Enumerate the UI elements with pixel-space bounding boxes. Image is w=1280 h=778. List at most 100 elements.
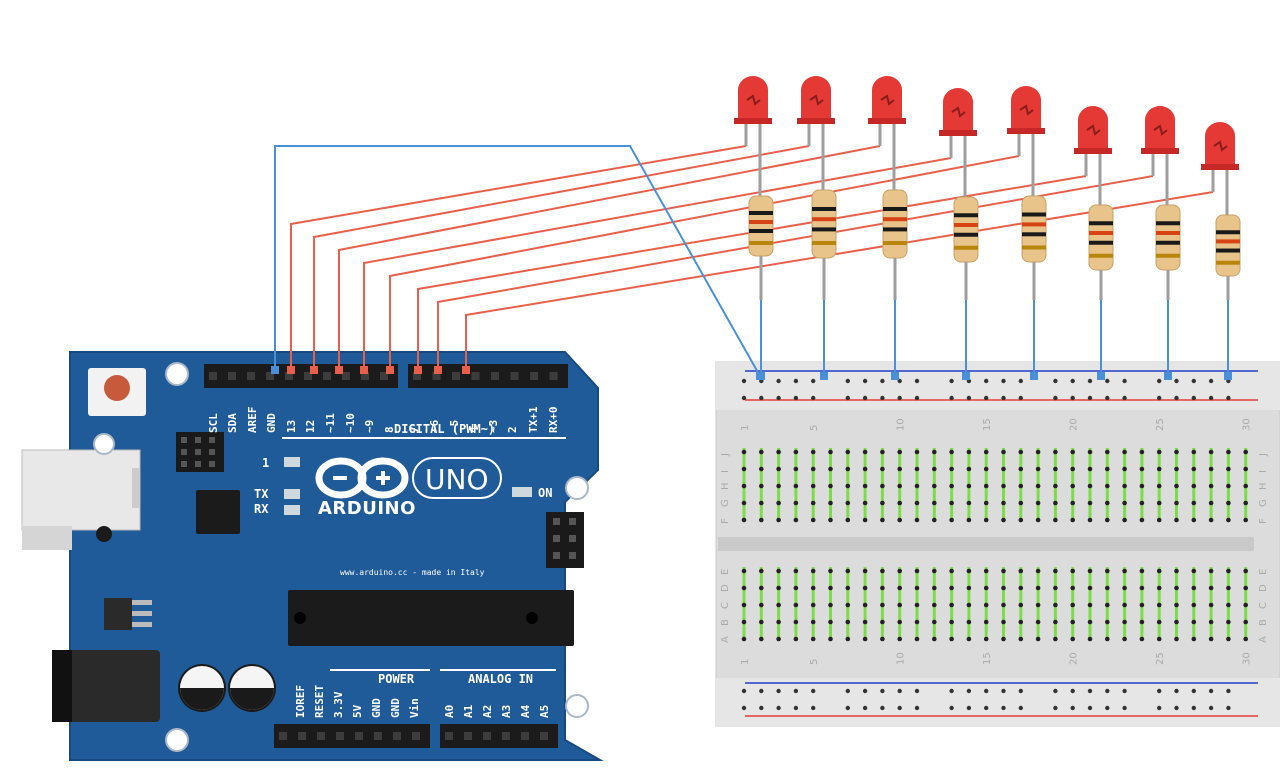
header-pin-hole xyxy=(266,372,274,380)
led-assembly xyxy=(939,88,979,300)
led-resistor-array xyxy=(734,76,1241,300)
digital-pin-label: 2 xyxy=(506,426,519,433)
wire-end xyxy=(1030,372,1038,380)
wire-end xyxy=(962,372,970,380)
header-pin-hole xyxy=(209,372,217,380)
analog-pin-label: A3 xyxy=(500,705,513,718)
tx-label: TX xyxy=(254,487,269,501)
digital-pin-label: SCL xyxy=(207,413,220,433)
column-number: 30 xyxy=(1242,652,1253,665)
wire-end xyxy=(891,372,899,380)
wire-end xyxy=(462,366,470,374)
resistor xyxy=(1215,214,1241,277)
column-number: 25 xyxy=(1155,418,1166,431)
wire-end xyxy=(335,366,343,374)
wire-end xyxy=(756,372,764,380)
power-pin-label: GND xyxy=(389,698,402,718)
led-rim xyxy=(1007,128,1045,134)
row-letter: F xyxy=(720,518,731,524)
header-pin-hole xyxy=(374,732,382,740)
row-letter: J xyxy=(720,453,731,457)
row-letter: E xyxy=(1258,569,1269,575)
resistor xyxy=(1021,195,1047,263)
column-number: 1 xyxy=(740,659,751,665)
arduino-uno-board: 1 TX RX ON ARDUINO UNO DIGITAL (PWM~) ww… xyxy=(21,351,604,761)
header-pin-hole xyxy=(464,732,472,740)
wire-end xyxy=(414,366,422,374)
capacitor xyxy=(228,664,276,712)
column-number: 30 xyxy=(1242,418,1253,431)
uno-text: UNO xyxy=(425,463,488,496)
column-number: 15 xyxy=(982,652,993,665)
row-letter: J xyxy=(1258,453,1269,457)
row-letter: H xyxy=(1258,482,1269,490)
digital-pwm-label: DIGITAL (PWM~) xyxy=(394,422,495,436)
digital-pin-label: SDA xyxy=(226,413,239,433)
resistor xyxy=(811,189,837,259)
header-pin-hole xyxy=(279,732,287,740)
power-header xyxy=(274,724,430,748)
analog-header xyxy=(440,724,558,748)
signal-wire xyxy=(417,175,1087,372)
header-pin-hole xyxy=(304,372,312,380)
analog-pin-label: A2 xyxy=(481,705,494,718)
website-text: www.arduino.cc - made in Italy xyxy=(340,568,485,577)
wire-end xyxy=(820,372,828,380)
led-rim xyxy=(734,118,772,124)
resistor xyxy=(748,195,774,257)
row-letter: A xyxy=(720,636,731,643)
wire-end xyxy=(1164,372,1172,380)
arduino-logo-text: ARDUINO xyxy=(318,498,416,519)
gnd-wire xyxy=(274,145,761,377)
header-pin-hole xyxy=(432,372,441,380)
power-pin-label: Vin xyxy=(408,698,421,718)
row-letter: D xyxy=(1258,584,1269,592)
wire-end xyxy=(434,366,442,374)
digital-pin-label: ~9 xyxy=(363,420,376,433)
row-letter: E xyxy=(720,569,731,575)
digital-pin-label: TX+1 xyxy=(527,406,540,433)
arduino-logo xyxy=(315,457,409,499)
wire-end xyxy=(1224,372,1232,380)
pin13-led xyxy=(284,457,300,467)
digital-pin-label: 4 xyxy=(467,426,480,433)
led-assembly xyxy=(868,76,908,300)
signal-wire xyxy=(313,145,810,372)
header-pin-hole xyxy=(298,732,306,740)
power-pin-label: 5V xyxy=(351,704,364,718)
header-pin-hole xyxy=(336,732,344,740)
resistor xyxy=(1088,204,1114,271)
row-letter: H xyxy=(720,482,731,490)
wire-end xyxy=(1097,372,1105,380)
header-pin-hole xyxy=(521,732,529,740)
row-letter: G xyxy=(720,499,731,507)
header-pin-hole xyxy=(285,372,293,380)
header-pin-hole xyxy=(483,732,491,740)
row-letter: A xyxy=(1258,636,1269,643)
usb-connector xyxy=(21,449,141,531)
column-number: 20 xyxy=(1069,652,1080,665)
wire-end xyxy=(360,366,368,374)
row-letter: D xyxy=(720,584,731,592)
capacitor xyxy=(178,664,226,712)
header-pin-hole xyxy=(412,732,420,740)
header-pin-hole xyxy=(413,372,421,380)
row-letter: G xyxy=(1258,499,1269,507)
wire-end xyxy=(310,366,318,374)
analog-pin-label: A0 xyxy=(443,705,456,718)
column-number: 25 xyxy=(1155,652,1166,665)
power-label: POWER xyxy=(378,672,415,686)
header-pin-hole xyxy=(342,372,350,380)
header-pin-hole xyxy=(540,732,548,740)
signal-wire xyxy=(389,155,1020,372)
mounting-hole xyxy=(165,728,189,752)
digital-pin-label: RX+0 xyxy=(547,407,560,434)
led-assembly xyxy=(797,76,837,300)
power-pin-label: RESET xyxy=(313,685,326,718)
header-pin-hole xyxy=(471,372,480,380)
digital-pin-label: 13 xyxy=(285,420,298,433)
row-letter: F xyxy=(1258,518,1269,524)
analog-pin-label: A5 xyxy=(538,705,551,718)
header-pin-hole xyxy=(452,372,460,380)
